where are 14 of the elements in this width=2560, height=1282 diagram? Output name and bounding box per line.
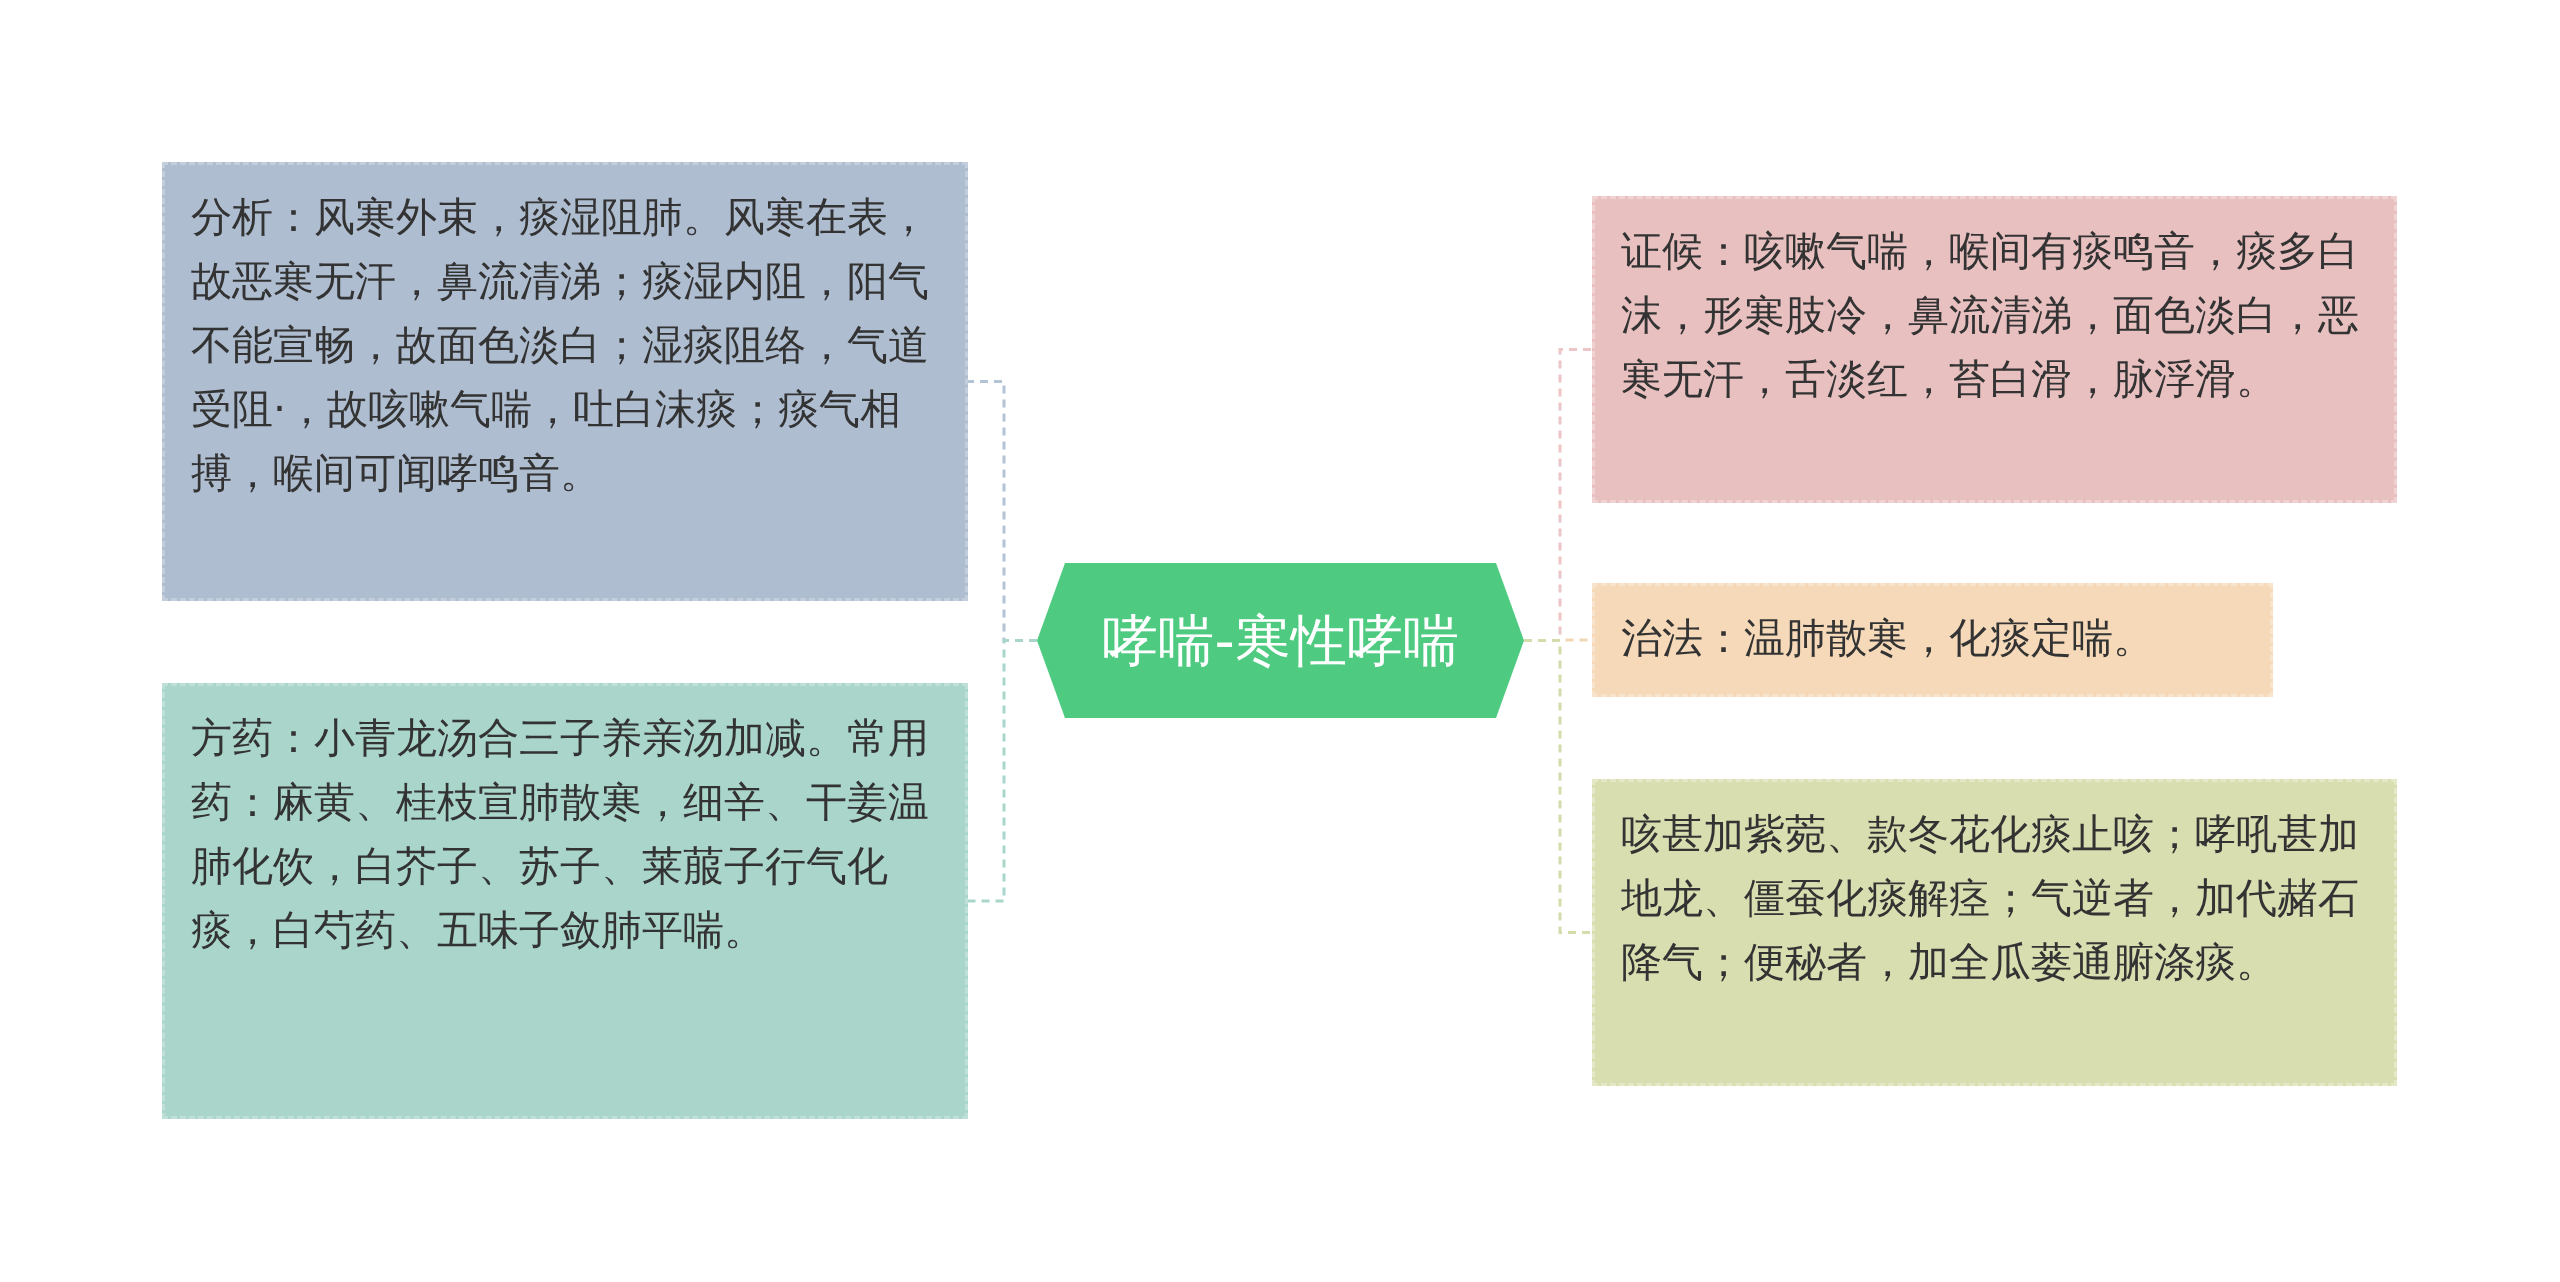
connector-line <box>1524 639 1592 934</box>
topic-box <box>162 683 968 1119</box>
connector-line <box>968 639 1037 903</box>
topic-box <box>1592 583 2273 697</box>
topic-title: 哮喘-寒性哮喘 <box>1102 608 1459 673</box>
topic-hexagon <box>1037 563 1524 718</box>
topic-text: 证候：咳嗽气喘，喉间有痰鸣音，痰多白沫，形寒肢冷，鼻流清涕，面色淡白，恶寒无汗，舌淡红，苔白滑，脉浮滑。 <box>1621 226 2360 405</box>
topic-text: 治法：温肺散寒，化痰定喘。 <box>1621 613 2155 664</box>
topic-box <box>162 162 968 601</box>
topic-text: 方药：小青龙汤合三子养亲汤加减。常用药：麻黄、桂枝宣肺散寒，细辛、干姜温肺化饮，白芥子、苏子、莱菔子行气化痰，白芍药、五味子敛肺平喘。 <box>191 713 930 956</box>
topic-text: 咳甚加紫菀、款冬花化痰止咳；哮吼甚加地龙、僵蚕化痰解痉；气逆者，加代赭石降气；便秘者，加全瓜蒌通腑涤痰。 <box>1621 809 2360 988</box>
topic-box <box>1592 196 2397 503</box>
topic-box <box>1592 779 2397 1086</box>
topic-text: 分析：风寒外束，痰湿阻肺。风寒在表，故恶寒无汗，鼻流清涕；痰湿内阻，阳气不能宣畅，故面色淡白；湿痰阻络，气道受阻·，故咳嗽气喘，吐白沫痰；痰气相搏，喉间可闻哮鸣音。 <box>191 192 930 499</box>
